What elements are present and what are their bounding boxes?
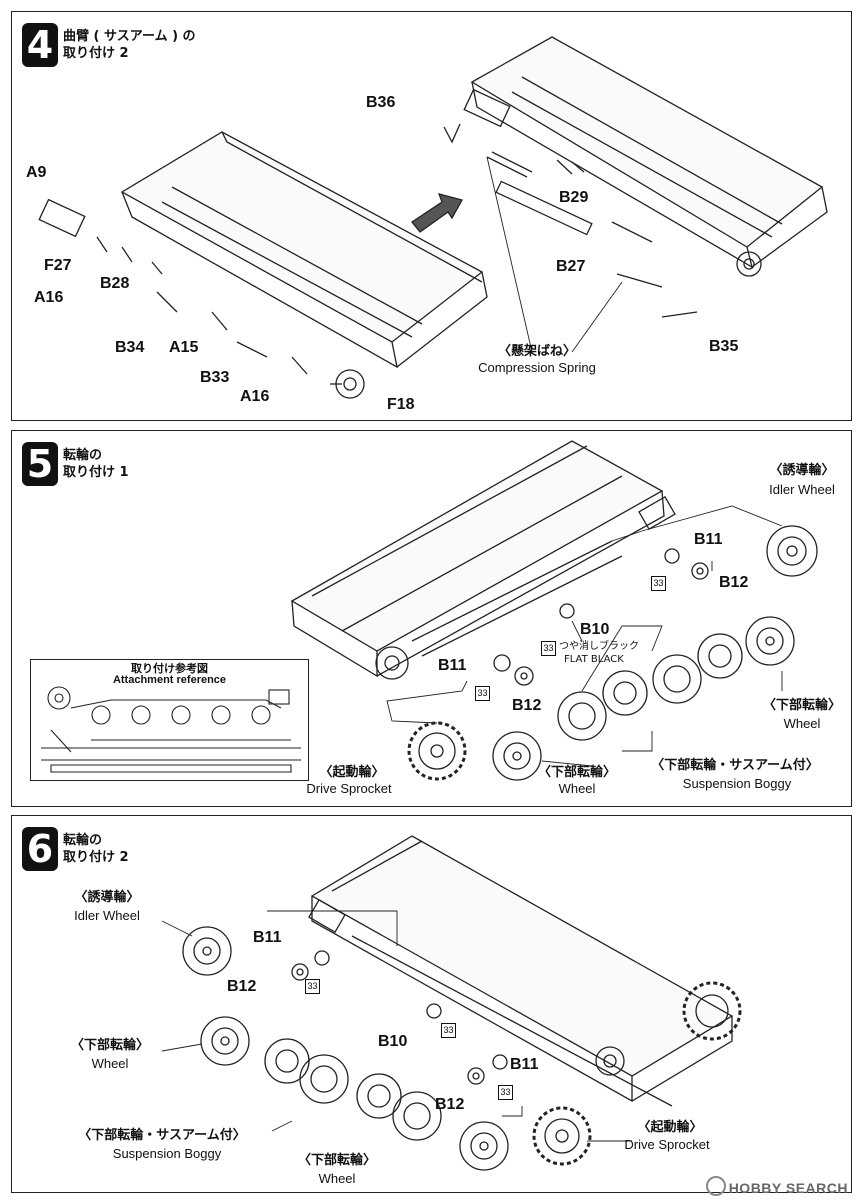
part-B11: B11 [253,929,282,946]
sprocket-label-en: Drive Sprocket [306,781,392,796]
boggy-label-en: Suspension Boggy [112,1146,222,1161]
idler-label-jp: 〈誘導輪〉 [769,463,835,478]
part-B12-b: B12 [512,697,542,714]
paint-code-badge: 33 [475,686,490,701]
part-F27: F27 [44,257,72,274]
part-B12: B12 [719,574,749,591]
sprocket-label-en: Drive Sprocket [624,1137,710,1152]
part-B33: B33 [200,369,230,386]
step-4-panel: 4 曲臂 ( サスアーム ) の 取り付け 2 [11,11,852,421]
part-A15: A15 [169,339,199,356]
paint-code-badge: 33 [441,1023,456,1038]
step-title: 転輪の 取り付け 2 [63,833,129,865]
part-A16-b: A16 [240,388,270,405]
attachment-reference-inset: 取り付け参考図 Attachment reference [30,659,309,781]
step-number: 5 [22,442,58,486]
hobby-search-logo-icon [705,1176,726,1196]
sprocket-label-jp: 〈起動輪〉 [319,765,385,780]
part-A9: A9 [26,164,47,181]
step-number: 4 [22,23,58,67]
wheel-label-jp-b: 〈下部転輪〉 [537,765,616,780]
step-4-header: 4 曲臂 ( サスアーム ) の 取り付け 2 [22,22,263,68]
step-5-header: 5 転輪の 取り付け 1 [22,441,263,487]
part-B12: B12 [227,978,257,995]
wheel-label-jp: 〈下部転輪〉 [70,1038,149,1053]
part-A16: A16 [34,289,64,306]
boggy-label-en: Suspension Boggy [682,776,792,791]
part-B28: B28 [100,275,130,292]
paint-note-en: FLAT BLACK [564,654,624,665]
part-B10: B10 [580,621,610,638]
paint-code-badge: 33 [305,979,320,994]
idler-label-jp: 〈誘導輪〉 [74,890,140,905]
part-B35: B35 [709,338,739,355]
part-B11-b: B11 [438,657,467,674]
idler-label-en: Idler Wheel [769,482,835,497]
step-6-diagram [161,835,742,1171]
step-6-panel: 6 転輪の 取り付け 2 [11,815,852,1193]
part-B36: B36 [366,94,396,111]
paint-code-badge: 33 [541,641,556,656]
wheel-label-en-b: Wheel [318,1171,356,1186]
part-B11-b: B11 [510,1056,539,1073]
part-B34: B34 [115,339,145,356]
step-number: 6 [22,827,58,871]
step-title: 転輪の 取り付け 1 [63,448,129,480]
spring-label-jp: 〈懸架ばね〉 [497,344,576,359]
step-6-header: 6 転輪の 取り付け 2 [22,826,263,872]
wheel-label-jp-b: 〈下部転輪〉 [297,1153,376,1168]
wheel-label-en: Wheel [783,716,821,731]
step-4-diagram [38,36,828,399]
boggy-label-jp: 〈下部転輪・サスアーム付〉 [78,1128,246,1143]
wheel-label-en: Wheel [91,1056,129,1071]
part-B29: B29 [559,189,589,206]
part-B27: B27 [556,258,586,275]
inset-title-jp: 取り付け参考図 [131,662,208,675]
wheel-label-jp: 〈下部転輪〉 [762,698,841,713]
part-B10: B10 [378,1033,408,1050]
inset-diagram [41,686,301,773]
sprocket-label-jp: 〈起動輪〉 [637,1120,703,1135]
wheel-label-en-b: Wheel [558,781,596,796]
idler-label-en: Idler Wheel [74,908,140,923]
part-B12-b: B12 [435,1096,465,1113]
paint-code-badge: 33 [651,576,666,591]
spring-label-en: Compression Spring [478,360,596,375]
boggy-label-jp: 〈下部転輪・サスアーム付〉 [651,758,819,773]
part-B11: B11 [694,531,723,548]
step-5-diagram [290,440,818,781]
paint-note-jp: つや消しブラック [559,641,639,652]
part-F18: F18 [387,396,415,413]
step-5-panel: 5 転輪の 取り付け 1 [11,430,852,807]
inset-title-en: Attachment reference [112,674,227,686]
watermark: HOBBY SEARCH [705,1176,848,1196]
step-title: 曲臂 ( サスアーム ) の 取り付け 2 [63,29,196,61]
paint-code-badge: 33 [498,1085,513,1100]
